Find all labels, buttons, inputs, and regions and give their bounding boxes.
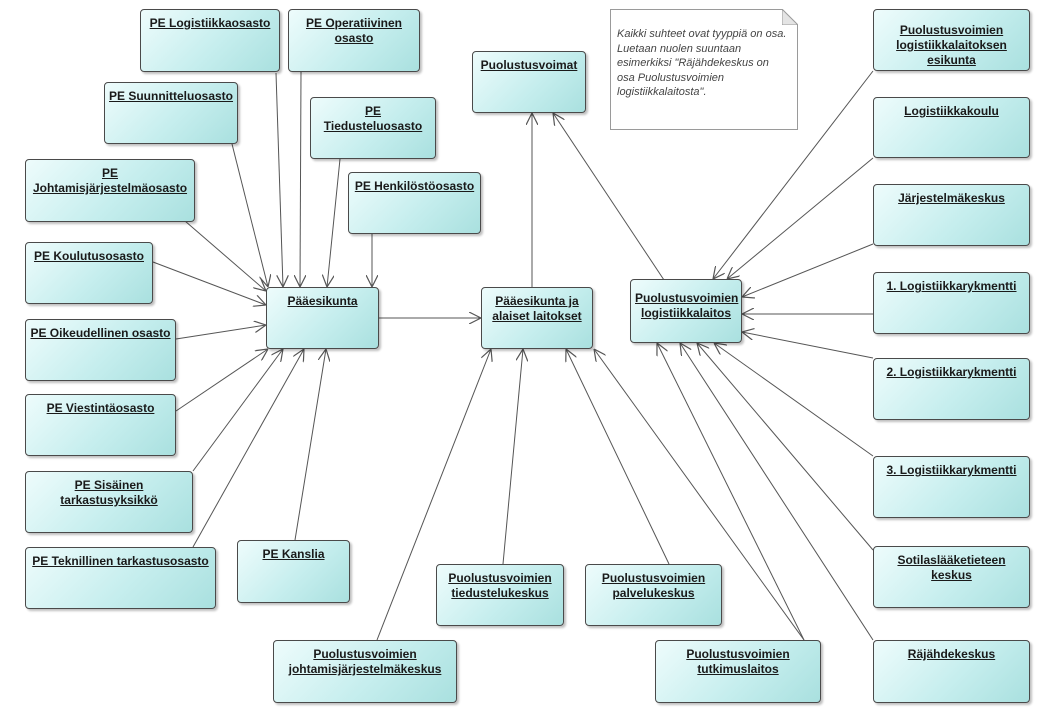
edge-logistiikkalaitos-esikunta xyxy=(713,70,874,279)
edge-johtamisjarjestelma xyxy=(184,220,266,291)
node-rajahdekeskus[interactable]: Räjähdekeskus xyxy=(873,640,1030,703)
node-pe-teknillinen-tarkastusosasto[interactable]: PE Teknillinen tarkastusosasto xyxy=(25,547,216,609)
info-note-text: Kaikki suhteet ovat tyyppiä on osa. Luet… xyxy=(617,28,787,98)
edge-johtamisjarjestelmakeskus xyxy=(376,349,491,641)
node-pe-viestintaosasto[interactable]: PE Viestintäosasto xyxy=(25,394,176,456)
node-pe-johtamisjarjestelmaosasto[interactable]: PE Johtamisjärjestelmäosasto xyxy=(25,159,195,222)
node-paaesikunta[interactable]: Pääesikunta xyxy=(266,287,379,349)
node-tiedustelukeskus[interactable]: Puolustusvoimien tiedustelukeskus xyxy=(436,564,564,626)
edge-tiedustelukeskus xyxy=(502,349,523,565)
edge-jarjestelmakeskus xyxy=(742,243,874,297)
node-pe-oikeudellinen-osasto[interactable]: PE Oikeudellinen osasto xyxy=(25,319,176,381)
edge-operatiivinen xyxy=(300,71,301,287)
edge-logrykmentti3 xyxy=(714,343,874,457)
edge-koulutus xyxy=(152,261,266,305)
node-pe-logistiikkaosasto[interactable]: PE Logistiikkaosasto xyxy=(140,9,280,72)
node-puolustusvoimat[interactable]: Puolustusvoimat xyxy=(472,51,586,113)
edge-logistiikkalaitos-up xyxy=(553,113,665,281)
edge-sisainen xyxy=(192,349,283,472)
node-johtamisjarjestelmakeskus[interactable]: Puolustusvoimien johtamisjärjestelmäkesk… xyxy=(273,640,457,703)
node-1-logistiikkarykmentti[interactable]: 1. Logistiikkarykmentti xyxy=(873,272,1030,334)
node-jarjestelmakeskus[interactable]: Järjestelmäkeskus xyxy=(873,184,1030,246)
node-3-logistiikkarykmentti[interactable]: 3. Logistiikkarykmentti xyxy=(873,456,1030,518)
node-paaesikunta-ja-alaiset-laitokset[interactable]: Pääesikunta ja alaiset laitokset xyxy=(481,287,593,349)
edge-palvelukeskus xyxy=(566,349,670,565)
node-pe-sisainen-tarkastusyksikko[interactable]: PE Sisäinen tarkastusyksikkö xyxy=(25,471,193,533)
node-logistiikkalaitoksen-esikunta[interactable]: Puolustusvoimien logistiikkalaitoksen es… xyxy=(873,9,1030,71)
edge-sotilaslaaketieteen xyxy=(697,343,874,551)
edge-viestinta xyxy=(175,349,268,412)
node-pe-henkilostoosasto[interactable]: PE Henkilöstöosasto xyxy=(348,172,481,234)
node-pe-tiedusteluosasto[interactable]: PE Tiedusteluosasto xyxy=(310,97,436,159)
node-logistiikkalaitos[interactable]: Puolustusvoimien logistiikkalaitos xyxy=(630,279,742,343)
node-logistiikkakoulu[interactable]: Logistiikkakoulu xyxy=(873,97,1030,158)
node-pe-kanslia[interactable]: PE Kanslia xyxy=(237,540,350,603)
edge-tiedustelu xyxy=(327,158,341,287)
note-fold-corner xyxy=(782,9,798,25)
info-note: Kaikki suhteet ovat tyyppiä on osa. Luet… xyxy=(610,9,798,130)
edge-rajahdekeskus xyxy=(680,343,874,641)
edge-logrykmentti2 xyxy=(742,332,874,359)
edge-tutkimuslaitos-log xyxy=(657,343,805,641)
node-pe-koulutusosasto[interactable]: PE Koulutusosasto xyxy=(25,242,153,304)
edge-tutkimuslaitos xyxy=(594,349,805,641)
node-palvelukeskus[interactable]: Puolustusvoimien palvelukeskus xyxy=(585,564,722,626)
edge-suunnittelu xyxy=(231,143,268,287)
edge-logistiikkakoulu xyxy=(727,157,874,279)
node-pe-suunnitteluosasto[interactable]: PE Suunnitteluosasto xyxy=(104,82,238,144)
edge-logistiikkaosasto xyxy=(275,72,283,287)
node-tutkimuslaitos[interactable]: Puolustusvoimien tutkimuslaitos xyxy=(655,640,821,703)
edge-oikeudellinen xyxy=(175,325,266,340)
node-sotilaslaaketieteen-keskus[interactable]: Sotilaslääketieteen keskus xyxy=(873,546,1030,608)
edge-kanslia xyxy=(294,349,326,541)
node-2-logistiikkarykmentti[interactable]: 2. Logistiikkarykmentti xyxy=(873,358,1030,420)
node-pe-operatiivinen-osasto[interactable]: PE Operatiivinen osasto xyxy=(288,9,420,72)
edge-teknillinen xyxy=(192,349,304,548)
